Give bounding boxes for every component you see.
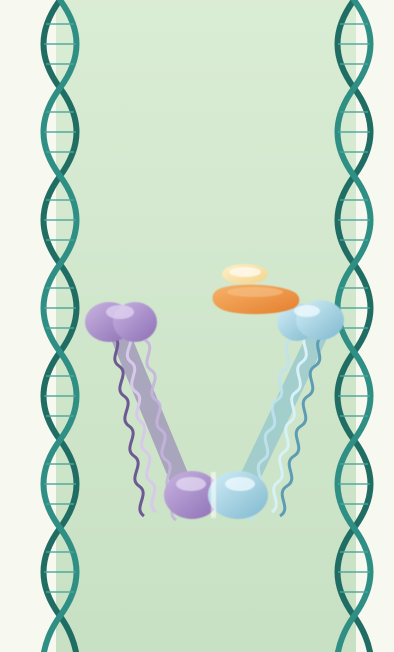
bottom-protein-dimer — [164, 471, 268, 519]
purple-protein-head-top — [85, 302, 157, 342]
